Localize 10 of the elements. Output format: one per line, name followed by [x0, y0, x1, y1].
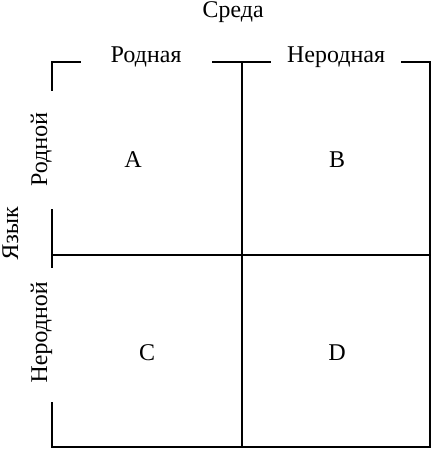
cell-letter: B: [330, 151, 344, 168]
axis-title: Язык: [2, 206, 18, 260]
column-header: Родная: [111, 46, 181, 67]
row-header: Родной: [30, 112, 52, 186]
column-header: Неродная: [288, 46, 385, 68]
cell-letter: A: [124, 151, 142, 167]
cell-letter: D: [329, 344, 345, 360]
cell-letter: C: [140, 344, 154, 360]
row-header: Неродной: [30, 282, 52, 382]
axis-title: Среда: [203, 1, 264, 22]
